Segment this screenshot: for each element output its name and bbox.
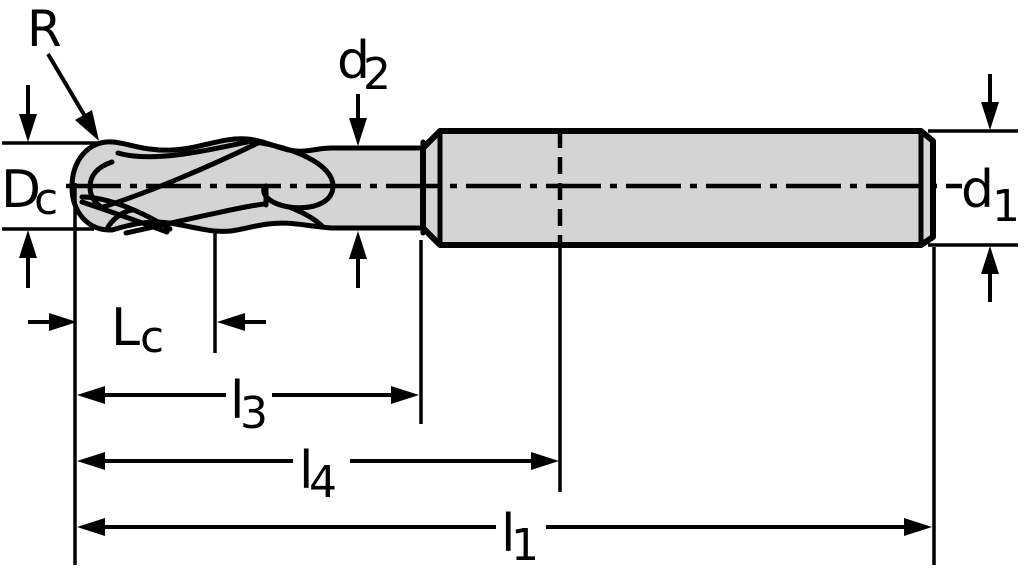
d2-bottom-arrowhead [349, 231, 367, 259]
l1-left-arrowhead [77, 518, 105, 536]
dc-top-arrowhead [19, 114, 37, 142]
label-cutting-diameter-sub: c [34, 174, 58, 225]
d2-top-arrowhead [349, 118, 367, 146]
flute-runout-oval [244, 138, 336, 211]
label-l4-sub: 4 [309, 457, 337, 508]
d2-arrows [349, 94, 367, 288]
extension-lines [2, 129, 1018, 565]
l1-dimension [77, 518, 932, 536]
flute-runout-tail [286, 204, 326, 230]
lc-right-arrowhead [217, 313, 245, 331]
radius-arrowhead [75, 110, 99, 141]
dc-bottom-arrowhead [19, 230, 37, 258]
l4-right-arrowhead [531, 452, 559, 470]
label-shank-diameter-base: d [961, 160, 994, 220]
l1-right-arrowhead [904, 518, 932, 536]
l3-dimension [77, 386, 419, 404]
label-l4-base: l [299, 441, 313, 501]
label-shank-diameter-sub: 1 [992, 181, 1020, 232]
lc-left-arrowhead [49, 313, 77, 331]
flute-helix-2 [123, 201, 267, 236]
label-overall-length-base: l [501, 504, 515, 564]
flute-edge-upper [115, 139, 250, 160]
d1-arrows [981, 74, 999, 302]
tool-body [69, 128, 936, 248]
label-flute-length-base: L [111, 298, 140, 358]
l4-left-arrowhead [77, 452, 105, 470]
label-neck-diameter-sub: 2 [363, 49, 391, 100]
l3-right-arrowhead [391, 386, 419, 404]
d1-top-arrowhead [981, 102, 999, 130]
tip-flute-edge-2 [79, 199, 170, 235]
l4-dimension [77, 452, 559, 470]
label-cutting-diameter-base: D [1, 160, 41, 220]
flute-details [79, 138, 336, 236]
label-l3-base: l [230, 371, 244, 431]
label-neck-diameter-base: d [337, 31, 370, 91]
label-l3-sub: 3 [240, 388, 268, 439]
tip-flute-edge-1 [79, 194, 173, 232]
l3-left-arrowhead [77, 386, 105, 404]
lc-dimension [28, 313, 266, 331]
label-radius: R [27, 0, 62, 58]
dc-arrows [19, 85, 37, 288]
tip-facet-edge [104, 207, 135, 232]
radius-leader-line [46, 52, 88, 120]
radius-leader [46, 52, 99, 141]
d1-bottom-arrowhead [981, 246, 999, 274]
label-overall-length-sub: 1 [511, 520, 539, 571]
label-flute-length-sub: c [140, 312, 164, 363]
